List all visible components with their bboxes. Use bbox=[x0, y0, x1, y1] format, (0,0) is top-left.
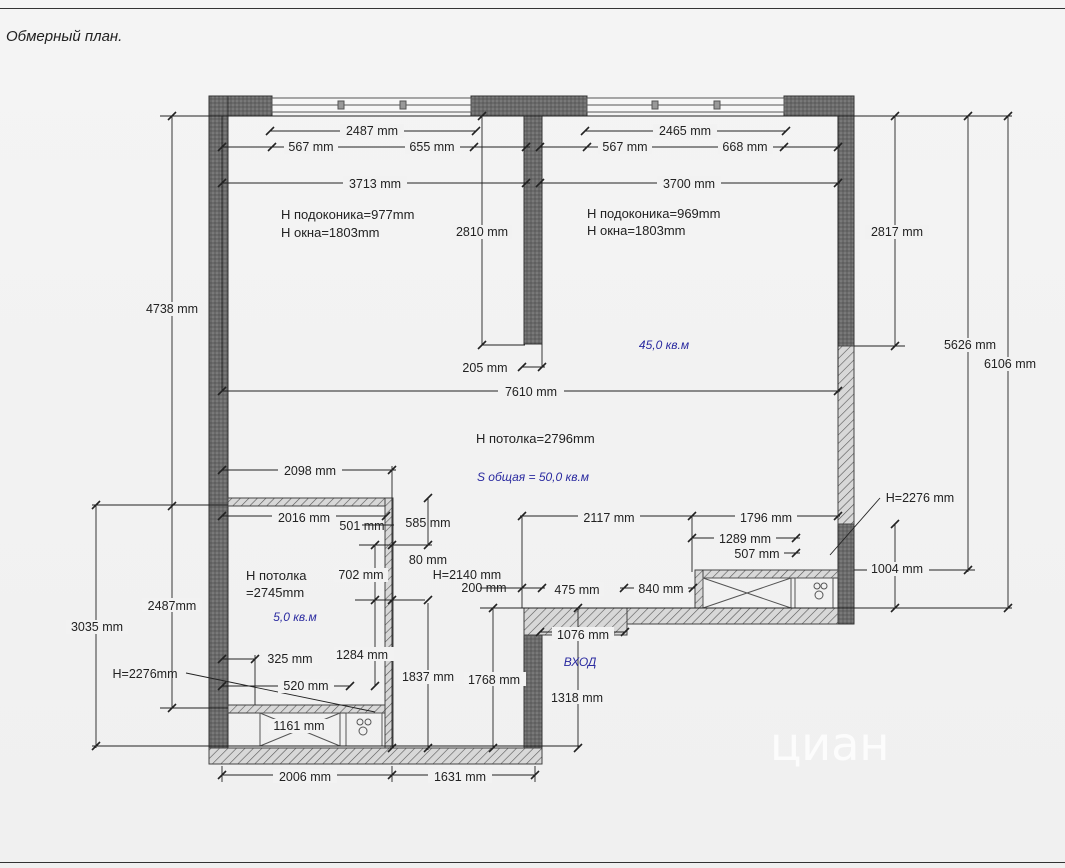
dim-kitchen-span: 2117 mm bbox=[583, 511, 634, 525]
dim-right-height-a: 5626 mm bbox=[944, 338, 996, 352]
windows bbox=[271, 97, 785, 113]
dim-1318: 1318 mm bbox=[551, 691, 603, 705]
dim-475: 475 mm bbox=[554, 583, 599, 597]
dim-total-width: 7610 mm bbox=[505, 385, 557, 399]
dim-door-height: H=2140 mm bbox=[433, 568, 501, 582]
dim-1768: 1768 mm bbox=[468, 673, 520, 687]
dim-bath-inner-width: 2016 mm bbox=[278, 511, 330, 525]
dimension-ticks bbox=[91, 111, 1013, 780]
plan-title: Обмерный план. bbox=[6, 28, 123, 45]
dim-1837: 1837 mm bbox=[402, 670, 454, 684]
area-main: 45,0 кв.м bbox=[639, 338, 689, 352]
dim-door-width: 702 mm bbox=[338, 568, 383, 582]
watermark-logo: циан bbox=[770, 717, 889, 771]
dim-bottom-right: 1631 mm bbox=[434, 770, 486, 784]
dim-window-right: 2465 mm bbox=[659, 124, 711, 138]
partition-kitchen-top bbox=[694, 569, 839, 579]
area-labels: 45,0 кв.м S общая = 50,0 кв.м 5,0 кв.м В… bbox=[273, 338, 689, 669]
dim-840: 840 mm bbox=[638, 582, 683, 596]
dim-window-left: 2487 mm bbox=[346, 124, 398, 138]
dim-kitchen-width: 1796 mm bbox=[740, 511, 792, 525]
dim-501: 501 mm bbox=[339, 519, 384, 533]
dim-left-pier-a: 567 mm bbox=[288, 140, 333, 154]
dimension-lines bbox=[92, 115, 1012, 782]
dim-right-pier-b: 668 mm bbox=[722, 140, 767, 154]
partition-right bbox=[837, 345, 855, 525]
dim-200: 200 mm bbox=[461, 581, 506, 595]
dim-1284: 1284 mm bbox=[336, 648, 388, 662]
wall-top-right bbox=[783, 95, 855, 117]
area-total: S общая = 50,0 кв.м bbox=[477, 470, 589, 484]
dim-bath-total-height: 3035 mm bbox=[71, 620, 123, 634]
dim-bath-outer-width: 2098 mm bbox=[284, 464, 336, 478]
dim-bottom-left: 2006 mm bbox=[279, 770, 331, 784]
dim-entrance-width: 1076 mm bbox=[557, 628, 609, 642]
dim-right-height-b: 6106 mm bbox=[984, 357, 1036, 371]
dim-bath-left-height: 2487mm bbox=[148, 599, 197, 613]
dim-520: 520 mm bbox=[283, 679, 328, 693]
dim-partition-thickness: 205 mm bbox=[462, 361, 507, 375]
washbasin bbox=[345, 712, 383, 747]
dim-bath-counter: 1161 mm bbox=[273, 719, 324, 733]
stove bbox=[794, 577, 834, 609]
top-rule bbox=[0, 8, 1065, 9]
bottom-rule bbox=[0, 862, 1065, 863]
dim-bath-ceiling-h: H=2276mm bbox=[113, 667, 178, 681]
dim-kitchen-depth: 1004 mm bbox=[871, 562, 923, 576]
dim-partition-length: 2810 mm bbox=[456, 225, 508, 239]
dim-kitchen-ceiling-height: H=2276 mm bbox=[886, 491, 954, 505]
note-sill-right: Н подоконика=969mm bbox=[587, 206, 720, 221]
dim-325: 325 mm bbox=[267, 652, 312, 666]
wall-right-upper bbox=[837, 115, 855, 347]
dim-right-pier-a: 567 mm bbox=[602, 140, 647, 154]
dim-left-pier-b: 655 mm bbox=[409, 140, 454, 154]
note-sill-left: Н подоконика=977mm bbox=[281, 207, 414, 222]
dim-585: 585 mm bbox=[405, 516, 450, 530]
wall-left bbox=[208, 95, 229, 765]
partitions bbox=[208, 345, 855, 765]
dim-room-left-width: 3713 mm bbox=[349, 177, 401, 191]
note-window-right: Н окна=1803mm bbox=[587, 223, 686, 238]
note-ceiling: Н потолка=2796mm bbox=[476, 431, 595, 446]
area-bath: 5,0 кв.м bbox=[273, 610, 317, 624]
wall-bottom bbox=[208, 747, 543, 765]
dim-left-height: 4738 mm bbox=[146, 302, 198, 316]
dim-room-right-width: 3700 mm bbox=[663, 177, 715, 191]
dim-right-wall-upper: 2817 mm bbox=[871, 225, 923, 239]
dim-stove-width: 507 mm bbox=[734, 547, 779, 561]
wall-kitchen-bottom bbox=[626, 607, 839, 625]
entrance-label: ВХОД bbox=[564, 655, 597, 669]
fixtures bbox=[259, 577, 834, 747]
wall-entrance-left bbox=[523, 634, 543, 765]
partition-kitchen-side bbox=[694, 569, 704, 609]
dim-80: 80 mm bbox=[409, 553, 447, 567]
wall-top-middle bbox=[470, 95, 588, 117]
dimension-labels: 2487 mm 2465 mm 567 mm 655 mm 567 mm 668… bbox=[66, 124, 1042, 784]
note-bath-ceiling-1: Н потолка bbox=[246, 568, 307, 583]
watermark: циан bbox=[770, 717, 889, 771]
note-bath-ceiling-2: =2745mm bbox=[246, 585, 304, 600]
wall-right-lower bbox=[837, 523, 855, 625]
room-notes: Н подоконика=977mm Н окна=1803mm Н подок… bbox=[246, 206, 720, 600]
dim-counter-length: 1289 mm bbox=[719, 532, 771, 546]
partition-bath-top bbox=[227, 497, 393, 507]
note-window-left: Н окна=1803mm bbox=[281, 225, 380, 240]
wall-partition-center bbox=[523, 115, 543, 345]
